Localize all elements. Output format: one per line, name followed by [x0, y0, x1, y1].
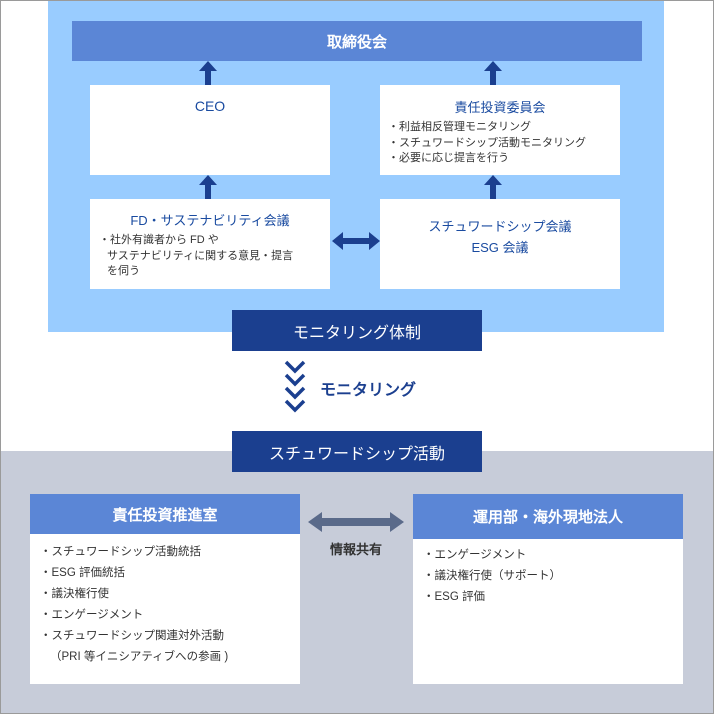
- stewardship-activities-bar: スチュワードシップ活動: [232, 431, 482, 472]
- list-item: ・議決権行使（サポート）: [423, 570, 561, 582]
- monitoring-system-label: モニタリング体制: [292, 324, 421, 342]
- list-item: サステナビリティに関する意見・提言: [107, 249, 294, 262]
- responsible-investment-office-box: 責任投資推進室 ・スチュワードシップ活動統括 ・ESG 評価統括 ・議決権行使 …: [30, 494, 300, 684]
- board-of-directors-bar: 取締役会: [72, 21, 642, 61]
- fd-meeting-title: FD・サステナビリティ会議: [130, 213, 290, 228]
- board-title: 取締役会: [326, 33, 387, 51]
- double-arrow-icon: [332, 232, 380, 250]
- office-title: 責任投資推進室: [112, 506, 218, 524]
- monitoring-system-bar: モニタリング体制: [232, 310, 482, 351]
- list-item: ・スチュワードシップ関連対外活動: [40, 630, 224, 642]
- committee-title: 責任投資委員会: [454, 100, 546, 115]
- chevron-down-icon: [284, 360, 306, 413]
- list-item: ・ESG 評価: [423, 591, 485, 603]
- arrow-up-icon: [484, 175, 502, 199]
- arrow-up-icon: [199, 175, 217, 199]
- double-arrow-icon: [308, 512, 404, 532]
- list-item: ・スチュワードシップ活動モニタリング: [388, 136, 586, 149]
- stewardship-meeting-box: スチュワードシップ会議 ESG 会議: [380, 199, 620, 289]
- committee-list: ・利益相反管理モニタリング ・スチュワードシップ活動モニタリング ・必要に応じ提…: [388, 120, 620, 167]
- operations-list: ・エンゲージメント ・議決権行使（サポート） ・ESG 評価: [423, 545, 683, 608]
- stewardship-meeting-line1: スチュワードシップ会議: [428, 219, 572, 234]
- stewardship-meeting-line2: ESG 会議: [471, 240, 529, 255]
- list-item: ・利益相反管理モニタリング: [388, 121, 531, 133]
- list-item: ・必要に応じ提言を行う: [388, 152, 509, 164]
- list-item: ・ESG 評価統括: [40, 567, 125, 579]
- operations-box: 運用部・海外現地法人 ・エンゲージメント ・議決権行使（サポート） ・ESG 評…: [413, 494, 683, 684]
- fd-sustainability-meeting-box: FD・サステナビリティ会議 ・社外有識者から FD や サステナビリティに関する…: [90, 199, 330, 289]
- list-item: を伺う: [107, 265, 140, 277]
- info-sharing-label: 情報共有: [329, 542, 382, 557]
- ceo-box: CEO: [90, 85, 330, 175]
- operations-header: 運用部・海外現地法人: [413, 494, 683, 539]
- arrow-up-icon: [484, 61, 502, 85]
- list-item: ・スチュワードシップ活動統括: [40, 546, 201, 558]
- arrow-up-icon: [199, 61, 217, 85]
- list-item: ・エンゲージメント: [40, 609, 144, 621]
- office-header: 責任投資推進室: [30, 494, 300, 534]
- ceo-title: CEO: [194, 98, 226, 114]
- monitoring-label: モニタリング: [320, 382, 417, 399]
- list-item: ・社外有識者から FD や: [99, 234, 219, 246]
- responsible-investment-committee-box: 責任投資委員会 ・利益相反管理モニタリング ・スチュワードシップ活動モニタリング…: [380, 85, 620, 175]
- office-list: ・スチュワードシップ活動統括 ・ESG 評価統括 ・議決権行使 ・エンゲージメン…: [40, 542, 300, 668]
- list-item: ・エンゲージメント: [423, 549, 527, 561]
- operations-title: 運用部・海外現地法人: [472, 509, 623, 526]
- stewardship-activities-label: スチュワードシップ活動: [268, 445, 445, 463]
- list-item: （PRI 等イニシアティブへの参画 ): [50, 651, 229, 663]
- list-item: ・議決権行使: [40, 588, 109, 600]
- fd-meeting-list: ・社外有識者から FD や サステナビリティに関する意見・提言 を伺う: [99, 233, 330, 280]
